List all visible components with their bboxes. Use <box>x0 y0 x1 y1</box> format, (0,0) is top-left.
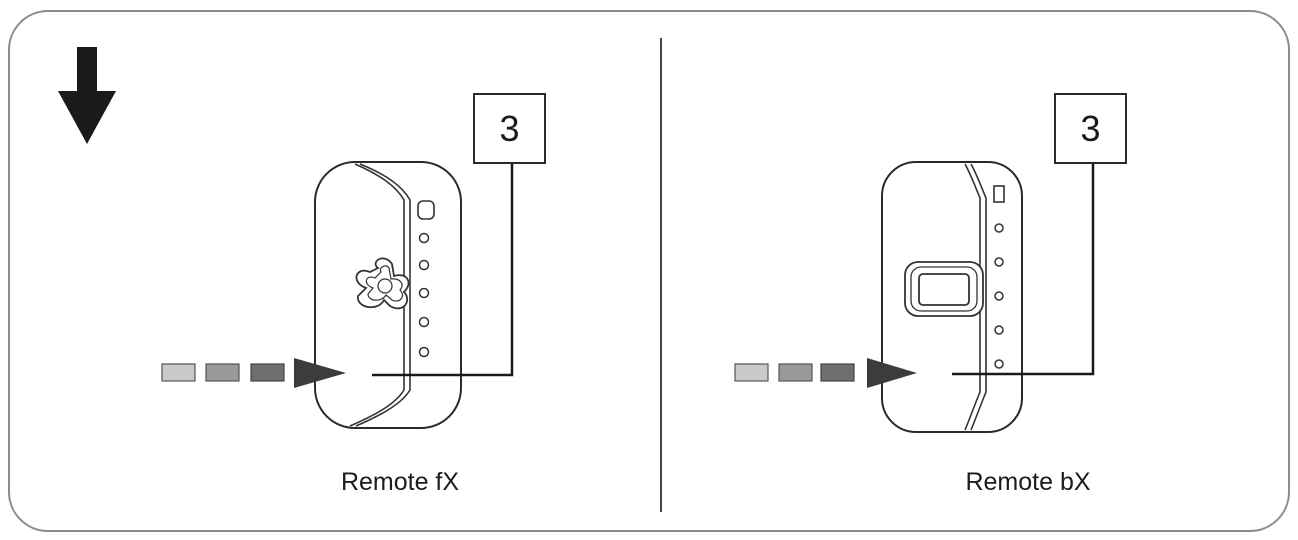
dash-segment <box>205 363 240 382</box>
indicator-dot <box>994 291 1004 301</box>
indicator-dot <box>994 325 1004 335</box>
arrow-right-icon <box>294 358 346 388</box>
panel-divider <box>660 38 662 512</box>
indicator-dot <box>994 223 1004 233</box>
indicator-dot <box>418 346 430 358</box>
tri-lobe-button <box>355 257 410 310</box>
step-number: 3 <box>1080 107 1101 149</box>
step-number: 3 <box>499 107 520 149</box>
indicator-dot <box>994 257 1004 267</box>
step-number-box: 3 <box>473 93 546 164</box>
remote-fx-panel: 3 Remote fX <box>161 93 546 496</box>
arrow-right-icon <box>867 358 917 388</box>
remote-contour <box>355 163 411 427</box>
callout-line <box>952 163 1095 376</box>
indicator-dot <box>418 316 430 328</box>
indicator-dot <box>994 359 1004 369</box>
diagram-caption: Remote bX <box>965 468 1091 496</box>
indicator-dot <box>418 287 430 299</box>
indicator-dot <box>418 232 430 244</box>
remote-contour <box>970 163 987 431</box>
dash-segment <box>250 363 285 382</box>
dash-segment <box>734 363 769 382</box>
remote-contour <box>349 163 405 427</box>
indicator-dot <box>418 259 430 271</box>
step-number-box: 3 <box>1054 93 1127 164</box>
remote-fx-illustration <box>161 161 514 429</box>
top-button <box>993 185 1005 203</box>
diagram-frame <box>8 10 1290 532</box>
down-arrow-icon <box>58 47 116 144</box>
dash-segment <box>778 363 813 382</box>
callout-line <box>372 163 514 377</box>
dash-segment <box>820 363 855 382</box>
top-button <box>417 200 435 220</box>
square-button <box>904 261 984 317</box>
diagram-caption: Remote fX <box>340 468 460 496</box>
remote-bx-illustration <box>734 161 1095 433</box>
remote-bx-panel: 3 Remote bX <box>649 0 1298 540</box>
dash-segment <box>161 363 196 382</box>
